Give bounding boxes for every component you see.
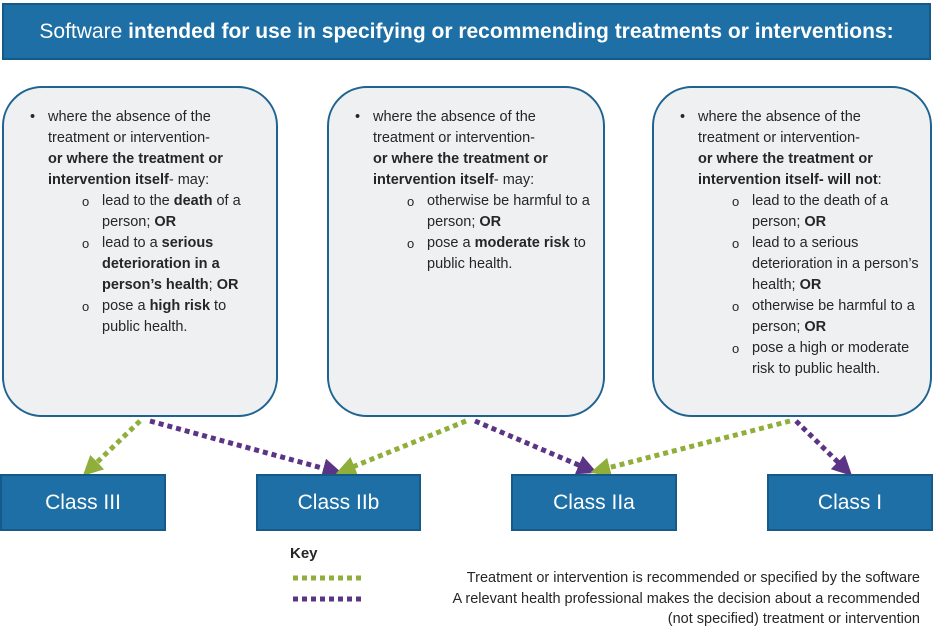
title-prefix: Software (39, 19, 123, 43)
criteria-lead: where the absence of the treatment or in… (680, 107, 920, 380)
class-box-iii: Class III (0, 474, 166, 531)
criteria-card-3: where the absence of the treatment or in… (652, 86, 932, 417)
class-box-iia: Class IIa (511, 474, 677, 531)
arrow-green-card2-class2b (335, 418, 467, 476)
circle-bullet-icon: o (732, 299, 740, 314)
circle-bullet-icon: o (407, 236, 415, 251)
circle-bullet-icon: o (732, 341, 740, 356)
arrow-purple-card3-class1 (794, 419, 853, 476)
criteria-card-2: where the absence of the treatment or in… (327, 86, 605, 417)
key-purple-label-1: A relevant health professional makes the… (452, 591, 920, 607)
criteria-lead: where the absence of the treatment or in… (355, 107, 593, 275)
circle-bullet-icon: o (82, 194, 90, 209)
circle-bullet-icon: o (82, 236, 90, 251)
circle-bullet-icon: o (732, 194, 740, 209)
circle-bullet-icon: o (407, 194, 415, 209)
key-purple-label-2: (not specified) treatment or interventio… (667, 611, 920, 627)
circle-bullet-icon: o (82, 299, 90, 314)
arrow-green-card1-class3 (82, 419, 142, 476)
key-title: Key (290, 545, 318, 562)
key-green-label: Treatment or intervention is recommended… (466, 570, 920, 586)
title-bar: Software intended for use in specifying … (2, 3, 931, 60)
arrow-purple-card2-class2a (474, 418, 598, 475)
class-box-i: Class I (767, 474, 933, 531)
criteria-card-1: where the absence of the treatment or in… (2, 86, 278, 417)
title-bold: intended for use in specifying or recomm… (128, 19, 894, 43)
class-box-iib: Class IIb (256, 474, 421, 531)
circle-bullet-icon: o (732, 236, 740, 251)
criteria-lead: where the absence of the treatment or in… (30, 107, 266, 338)
arrow-purple-card1-class2b (149, 418, 343, 479)
arrow-green-card3-class2a (590, 418, 791, 478)
